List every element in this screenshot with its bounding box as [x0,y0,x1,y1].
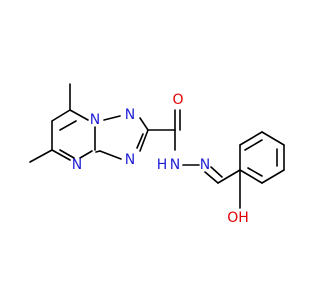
bond [247,167,263,177]
atom-n-imine: N [200,157,210,173]
bond [99,150,122,160]
atom-n-triazole-bottom: N [125,152,135,168]
bond [59,120,77,131]
atom-hydroxyl: OH [227,210,249,226]
atom-carbonyl-o: O [172,92,183,108]
bond [139,117,149,131]
atom-n-ring-top: N [90,112,100,128]
atom-nh: N [170,157,180,173]
methyl-bond [29,149,53,163]
bonds [29,83,285,209]
bond [79,150,93,159]
bond [95,150,101,153]
bond [136,133,144,149]
bond [59,149,75,159]
imine-bond [210,166,223,178]
bond [244,139,263,151]
bond [261,169,285,184]
bond [217,169,241,184]
bond [139,129,149,152]
atom-nh-h: H [157,157,168,173]
imine-bond [204,171,219,184]
bond [103,115,121,121]
bond [51,109,71,122]
atom-n-ring-bottom: N [72,157,82,173]
atom-labels: N N N N O N H N OH [72,92,249,226]
atom-n-triazole-right: N [125,107,135,123]
bond [69,109,89,121]
bond [239,169,263,184]
bond [51,149,71,161]
bond [261,131,285,146]
chemical-structure: N N N N O N H N OH [29,83,285,226]
bond [239,131,263,146]
